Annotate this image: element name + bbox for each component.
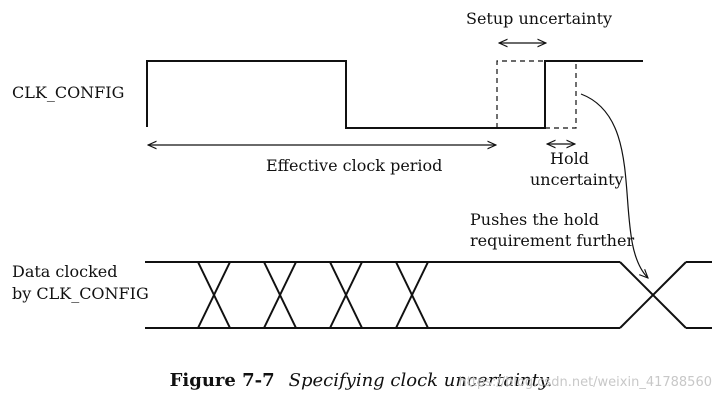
effective-clock-period-label: Effective clock period <box>266 156 443 175</box>
figure-title: Specifying clock uncertainty. <box>288 370 553 391</box>
pushes-hold-curve-arrow <box>580 93 648 278</box>
figure-number: Figure 7-7 <box>169 370 275 391</box>
watermark: https://blog.csdn.net/weixin_41788560 <box>458 375 712 390</box>
hold-uncertainty-label-line2: uncertainty <box>530 170 624 189</box>
data-waveform <box>145 261 712 329</box>
hold-uncertainty-label-line1: Hold <box>550 149 589 168</box>
clk-config-label: CLK_CONFIG <box>12 83 125 102</box>
pushes-hold-label-line2: requirement further <box>470 231 635 250</box>
hold-uncertainty-dashed-box <box>545 61 577 129</box>
figure-caption: Figure 7-7 Specifying clock uncertainty. <box>0 370 722 391</box>
data-clocked-label-line2: by CLK_CONFIG <box>12 284 149 303</box>
data-clocked-label-line1: Data clocked <box>12 262 118 281</box>
setup-uncertainty-dashed-box <box>496 60 545 128</box>
clk-config-waveform <box>146 60 643 129</box>
pushes-hold-label-line1: Pushes the hold <box>470 210 599 229</box>
setup-uncertainty-label: Setup uncertainty <box>466 9 613 28</box>
